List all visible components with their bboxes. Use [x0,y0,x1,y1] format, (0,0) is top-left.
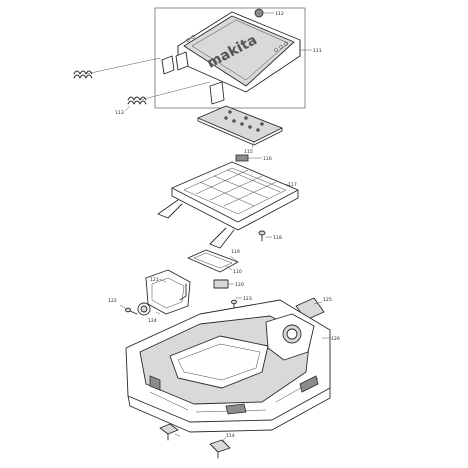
callout-124: 124 [148,318,157,324]
screw-part-118 [258,230,266,242]
callout-112: 112 [275,11,284,17]
callout-121: 121 [150,277,159,283]
callout-120: 120 [235,282,244,288]
main-housing [125,299,331,433]
callout-125: 125 [323,297,332,303]
callout-114: 114 [226,433,235,439]
bracket-part-121 [145,269,191,315]
connector-part-116 [235,154,249,162]
foot-part-124 [159,423,179,441]
callout-122: 122 [108,298,117,304]
callout-113: 113 [115,110,124,116]
callout-117: 117 [288,182,297,188]
callout-118: 118 [273,235,282,241]
spring-part-113 [73,70,147,105]
switch-part-120 [213,279,229,289]
callout-123: 123 [243,296,252,302]
callout-126: 126 [331,336,340,342]
callout-119: 119 [231,249,240,255]
sensor-part-126 [137,302,151,316]
callout-110: 110 [233,269,242,275]
top-cover-part-111: makita [161,8,301,105]
screw-part-122 [125,307,138,315]
foot-part-114 [209,439,231,459]
callout-115: 115 [244,149,253,155]
callout-116: 116 [263,156,272,162]
callout-111: 111 [313,48,322,54]
circuit-board-part-115 [197,105,283,146]
